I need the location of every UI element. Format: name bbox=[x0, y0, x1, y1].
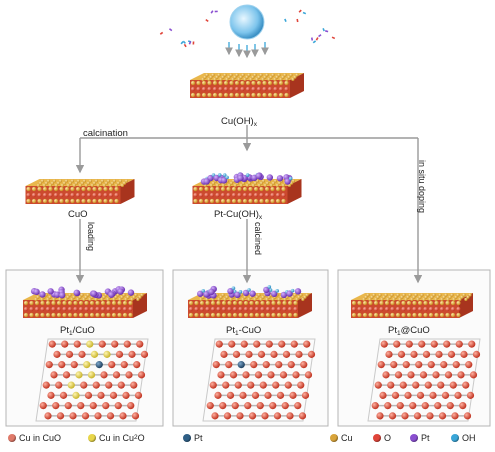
legend-o: O bbox=[373, 433, 391, 443]
molecule-15 bbox=[296, 18, 299, 23]
cuoh-label: Cu(OH)x bbox=[221, 116, 257, 128]
molecule-17 bbox=[324, 30, 329, 33]
flow-arrows bbox=[75, 125, 423, 284]
molecule-13 bbox=[302, 11, 307, 15]
molecule-11 bbox=[318, 34, 322, 38]
pt-swatch bbox=[410, 434, 418, 442]
water-sphere-source bbox=[159, 4, 336, 59]
slab-pt1-at-cuo-side bbox=[459, 293, 473, 318]
crystal-slabs bbox=[23, 73, 473, 318]
pt1-at-cuo-label: Pt1@CuO bbox=[388, 325, 430, 337]
o-swatch bbox=[373, 434, 381, 442]
molecule-12 bbox=[159, 31, 164, 35]
lattice-pt1-dash-cuo bbox=[202, 338, 316, 422]
cu-in-cuo-swatch bbox=[8, 434, 16, 442]
slab-pt1-cuo-front bbox=[23, 300, 133, 318]
pt1-cuo-label: Pt1/CuO bbox=[60, 325, 95, 337]
molecule-16 bbox=[182, 40, 186, 44]
legend-pt-single: Pt bbox=[183, 433, 203, 443]
legend-cu: Cu bbox=[330, 433, 353, 443]
molecule-5 bbox=[310, 37, 314, 41]
pt-single-swatch bbox=[183, 434, 191, 442]
lattice-pt1-at-cuo-cell bbox=[367, 338, 481, 422]
molecule-8 bbox=[188, 41, 192, 45]
molecule-10 bbox=[180, 41, 184, 45]
molecule-21 bbox=[315, 37, 319, 41]
legend-oh: OH bbox=[451, 433, 476, 443]
lattice-pt1-cuo-cell bbox=[35, 338, 149, 422]
slab-cuo-side bbox=[120, 179, 135, 204]
loading-label: loading bbox=[86, 222, 96, 252]
slab-pt1-cuo bbox=[23, 286, 147, 318]
water-sphere bbox=[229, 4, 265, 40]
legend-cu-in-cuo: Cu in CuO bbox=[8, 433, 61, 443]
calcination-label: calcination bbox=[83, 128, 128, 139]
lattice-pt1-at-cuo bbox=[367, 338, 481, 422]
molecule-7 bbox=[312, 40, 317, 44]
lattice-structures bbox=[35, 338, 481, 422]
cu-swatch bbox=[330, 434, 338, 442]
pt1-dash-cuo-label: Pt1-CuO bbox=[226, 325, 262, 337]
calcined-label: calcined bbox=[253, 222, 263, 256]
molecule-18 bbox=[183, 43, 187, 48]
molecule-20 bbox=[210, 10, 214, 14]
lattice-pt1-dash-cuo-cell bbox=[202, 338, 316, 422]
slab-pt1-at-cuo bbox=[351, 293, 473, 318]
molecule-3 bbox=[298, 9, 302, 13]
molecule-9 bbox=[331, 36, 336, 40]
molecule-0 bbox=[192, 41, 195, 45]
slab-cuo bbox=[25, 179, 135, 204]
molecule-19 bbox=[284, 18, 287, 23]
molecule-2 bbox=[214, 10, 218, 13]
molecule-14 bbox=[168, 28, 173, 32]
pt-cuoh-label: Pt-Cu(OH)x bbox=[214, 209, 263, 221]
lattice-pt1-cuo bbox=[35, 338, 149, 422]
slab-pt-cuoh bbox=[192, 172, 302, 204]
in-situ-doping-label: in situ doping bbox=[417, 160, 427, 214]
molecule-1 bbox=[322, 28, 325, 32]
slab-pt-cuoh-side bbox=[287, 179, 302, 204]
cu-in-cu2o-swatch bbox=[88, 434, 96, 442]
oh-swatch bbox=[451, 434, 459, 442]
slab-pt1-dash-cuo bbox=[188, 285, 312, 318]
molecule-6 bbox=[205, 18, 209, 23]
slab-cuoh bbox=[190, 73, 304, 98]
legend-pt: Pt bbox=[410, 433, 430, 443]
cuo-label: CuO bbox=[68, 209, 88, 220]
slab-pt1-dash-cuo-front bbox=[188, 300, 298, 318]
